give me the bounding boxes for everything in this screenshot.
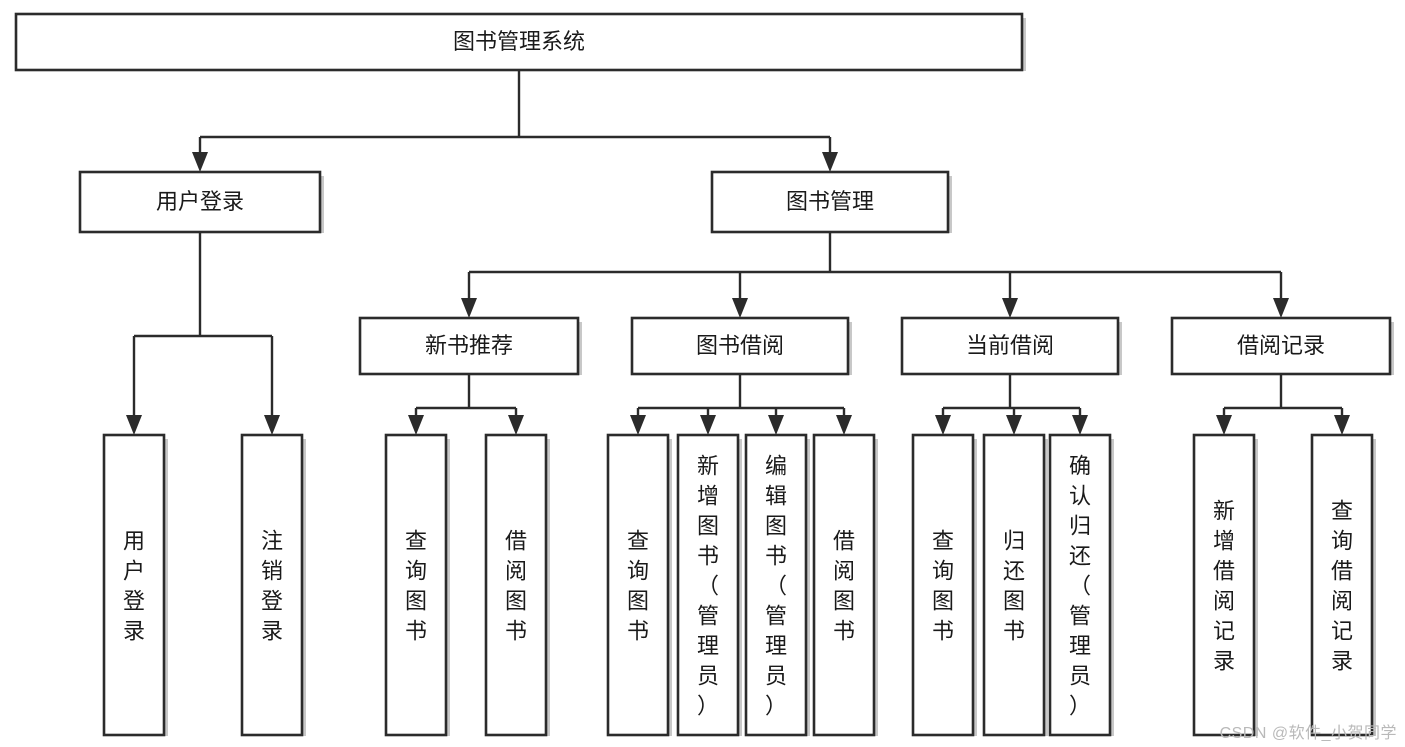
arrow-head-icon: [935, 415, 951, 435]
node-leaf-query-book-1-box[interactable]: [384, 433, 448, 737]
node-book-manage-label: 图书管理: [786, 189, 874, 214]
arrow-head-icon: [768, 415, 784, 435]
node-leaf-edit-book-box[interactable]: [744, 433, 808, 737]
node-leaf-confirm-return[interactable]: 确认归还（管理员）: [1048, 433, 1114, 737]
arrow-head-icon: [1334, 415, 1350, 435]
node-root-system[interactable]: 图书管理系统: [14, 12, 1026, 72]
arrow-head-icon: [508, 415, 524, 435]
node-leaf-query-book-2-box[interactable]: [606, 433, 670, 737]
node-leaf-query-record[interactable]: 查询借阅记录: [1310, 433, 1376, 737]
node-new-book-rec-label: 新书推荐: [425, 333, 513, 358]
node-leaf-user-logout-box[interactable]: [240, 433, 304, 737]
node-leaf-borrow-book-1-box[interactable]: [484, 433, 548, 737]
arrow-head-icon: [192, 152, 208, 172]
node-new-book-rec[interactable]: 新书推荐: [358, 316, 582, 376]
node-new-book-rec-box[interactable]: [358, 316, 580, 376]
arrow-head-icon: [264, 415, 280, 435]
node-leaf-query-record-box[interactable]: [1310, 433, 1374, 737]
node-leaf-query-book-3[interactable]: 查询图书: [911, 433, 977, 737]
arrow-head-icon: [461, 298, 477, 318]
nodes-layer: 图书管理系统用户登录图书管理新书推荐图书借阅当前借阅借阅记录用户登录注销登录查询…: [14, 12, 1394, 737]
node-book-borrow[interactable]: 图书借阅: [630, 316, 852, 376]
arrow-head-icon: [408, 415, 424, 435]
arrow-head-icon: [700, 415, 716, 435]
node-leaf-user-login[interactable]: 用户登录: [102, 433, 168, 737]
node-leaf-confirm-return-box[interactable]: [1048, 433, 1112, 737]
node-borrow-record-box[interactable]: [1170, 316, 1392, 376]
node-leaf-query-book-2[interactable]: 查询图书: [606, 433, 672, 737]
node-book-manage[interactable]: 图书管理: [710, 170, 952, 234]
node-user-login-box[interactable]: [78, 170, 322, 234]
node-leaf-query-book-3-box[interactable]: [911, 433, 975, 737]
arrow-head-icon: [822, 152, 838, 172]
node-leaf-query-book-2-label: 查询图书: [627, 528, 649, 643]
arrow-head-icon: [732, 298, 748, 318]
node-leaf-return-book[interactable]: 归还图书: [982, 433, 1048, 737]
node-leaf-add-book-label: 新增图书（管理员）: [697, 453, 719, 718]
node-leaf-user-login-box[interactable]: [102, 433, 166, 737]
node-book-manage-box[interactable]: [710, 170, 950, 234]
node-leaf-borrow-book-2-box[interactable]: [812, 433, 876, 737]
node-leaf-add-record-box[interactable]: [1192, 433, 1256, 737]
watermark-text: CSDN @软件_小贺同学: [1219, 725, 1397, 742]
node-current-borrow[interactable]: 当前借阅: [900, 316, 1122, 376]
node-root-system-box[interactable]: [14, 12, 1024, 72]
node-leaf-return-book-box[interactable]: [982, 433, 1046, 737]
arrow-head-icon: [1072, 415, 1088, 435]
node-leaf-query-record-label: 查询借阅记录: [1331, 498, 1353, 673]
node-user-login-label: 用户登录: [156, 189, 244, 214]
node-leaf-confirm-return-label: 确认归还（管理员）: [1069, 453, 1091, 718]
arrow-head-icon: [1216, 415, 1232, 435]
node-borrow-record-label: 借阅记录: [1237, 333, 1325, 358]
node-leaf-add-record[interactable]: 新增借阅记录: [1192, 433, 1258, 737]
node-user-login[interactable]: 用户登录: [78, 170, 324, 234]
node-root-system-label: 图书管理系统: [453, 29, 585, 54]
node-leaf-edit-book-label: 编辑图书（管理员）: [765, 453, 787, 718]
node-leaf-return-book-label: 归还图书: [1003, 528, 1025, 643]
arrow-head-icon: [1006, 415, 1022, 435]
node-current-borrow-label: 当前借阅: [966, 333, 1054, 358]
node-leaf-edit-book[interactable]: 编辑图书（管理员）: [744, 433, 810, 737]
arrow-head-icon: [1273, 298, 1289, 318]
arrow-head-icon: [630, 415, 646, 435]
node-leaf-add-book-box[interactable]: [676, 433, 740, 737]
node-leaf-query-book-1[interactable]: 查询图书: [384, 433, 450, 737]
node-leaf-borrow-book-2-label: 借阅图书: [833, 528, 855, 643]
node-leaf-user-logout[interactable]: 注销登录: [240, 433, 306, 737]
node-leaf-user-login-label: 用户登录: [123, 528, 145, 643]
node-book-borrow-box[interactable]: [630, 316, 850, 376]
node-leaf-borrow-book-1-label: 借阅图书: [505, 528, 527, 643]
connectors-layer: [126, 70, 1350, 435]
node-leaf-add-record-label: 新增借阅记录: [1213, 498, 1235, 673]
node-leaf-borrow-book-2[interactable]: 借阅图书: [812, 433, 878, 737]
arrow-head-icon: [126, 415, 142, 435]
node-leaf-query-book-3-label: 查询图书: [932, 528, 954, 643]
arrow-head-icon: [1002, 298, 1018, 318]
node-leaf-add-book[interactable]: 新增图书（管理员）: [676, 433, 742, 737]
node-borrow-record[interactable]: 借阅记录: [1170, 316, 1394, 376]
arrow-head-icon: [836, 415, 852, 435]
node-leaf-user-logout-label: 注销登录: [261, 528, 283, 643]
node-book-borrow-label: 图书借阅: [696, 333, 784, 358]
node-leaf-borrow-book-1[interactable]: 借阅图书: [484, 433, 550, 737]
node-leaf-query-book-1-label: 查询图书: [405, 528, 427, 643]
node-current-borrow-box[interactable]: [900, 316, 1120, 376]
